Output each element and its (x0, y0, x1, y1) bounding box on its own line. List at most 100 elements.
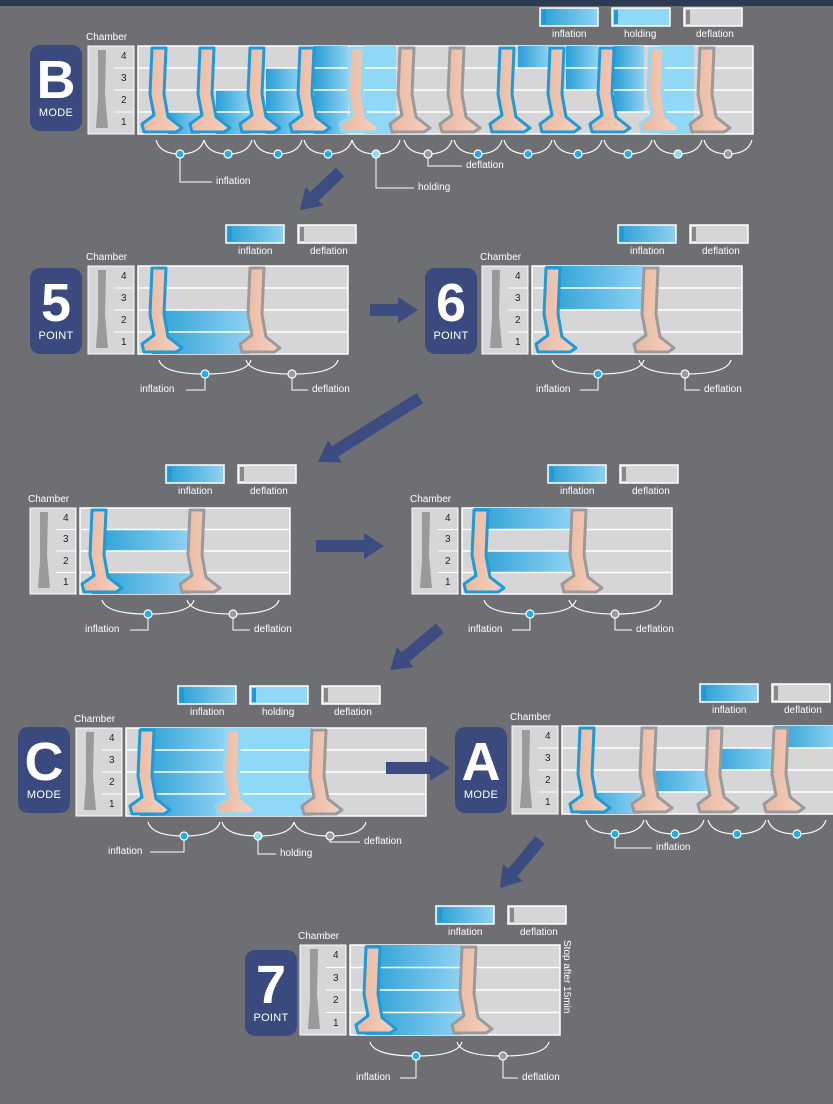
legend-label-deflation: deflation (520, 927, 558, 938)
leader-line (580, 378, 599, 391)
mode-c-letter: C (24, 732, 64, 792)
phase-dot-inflation (593, 369, 603, 379)
legend-label-inflation: inflation (630, 246, 665, 257)
phase-label-inflation: inflation (216, 176, 251, 187)
leg-silhouette (308, 949, 320, 1029)
point-5-label: POINT (38, 330, 74, 342)
leg-inflation (588, 46, 632, 134)
phase-dot-deflation (610, 609, 620, 619)
leg-deflation (632, 266, 676, 354)
leg-inflation (128, 728, 172, 816)
phase-dot-holding (371, 149, 381, 159)
stop-note: Stop after 15min (561, 940, 572, 1014)
phase-dot-inflation (273, 149, 283, 159)
pressure-fill (474, 508, 572, 530)
chamber-number: 2 (121, 95, 127, 106)
phase-label-inflation: inflation (85, 624, 120, 635)
phase-dot-inflation (143, 609, 153, 619)
legend-swatch-deflation (237, 464, 297, 484)
point-6-number: 6 (435, 273, 467, 333)
phase-label-inflation: inflation (140, 384, 175, 395)
mode-a-letter: A (461, 732, 501, 792)
legend-label-deflation: deflation (250, 486, 288, 497)
phase-dot-inflation (792, 829, 802, 839)
legend-swatch-deflation (321, 685, 381, 705)
phase-dot-inflation (670, 829, 680, 839)
chamber-title: Chamber (74, 714, 116, 725)
phase-dot-inflation (411, 1051, 421, 1061)
legend-label-inflation: inflation (560, 486, 595, 497)
leg-deflation (388, 46, 432, 134)
leader-line (130, 618, 149, 631)
legend-swatch-holding (249, 685, 309, 705)
pressure-fill (642, 770, 708, 792)
phase-dot-holding (673, 149, 683, 159)
phase-label-deflation: deflation (704, 384, 742, 395)
leg-inflation (288, 46, 332, 134)
phase-label-inflation: inflation (656, 842, 691, 853)
phase-dot-holding (253, 831, 263, 841)
chamber-number: 3 (545, 753, 551, 764)
chamber-number: 4 (121, 51, 127, 62)
phase-label-inflation: inflation (536, 384, 571, 395)
point-7-number: 7 (255, 955, 287, 1015)
point-5-number: 5 (40, 273, 72, 333)
phase-dot-inflation (223, 149, 233, 159)
legend-label-holding: holding (624, 29, 657, 40)
leg-deflation (450, 945, 494, 1035)
point-6-label: POINT (433, 330, 469, 342)
chamber-number: 2 (515, 315, 521, 326)
leader-line (257, 840, 276, 855)
legend-swatch-inflation (617, 224, 677, 244)
chamber-title: Chamber (28, 494, 70, 505)
phase-dot-deflation (423, 149, 433, 159)
chamber-number: 1 (63, 577, 69, 589)
chamber-number: 1 (333, 1017, 339, 1029)
legend-label-deflation: deflation (784, 705, 822, 716)
leader-line (400, 1060, 417, 1079)
mode-b-letter: B (36, 50, 76, 110)
point-6-badge: 6 POINT (425, 268, 477, 354)
leg-deflation (688, 46, 732, 134)
phase-dot-deflation (325, 831, 335, 841)
legend-swatch-inflation (177, 685, 237, 705)
chamber-title: Chamber (86, 32, 128, 43)
chamber-number: 4 (515, 271, 521, 282)
phase-label-deflation: deflation (364, 836, 402, 847)
leg-silhouette (96, 270, 108, 348)
legend-swatch-holding (611, 7, 671, 27)
phase-label-deflation: deflation (312, 384, 350, 395)
legend-label-deflation: deflation (696, 29, 734, 40)
phase-dot-inflation (523, 149, 533, 159)
phase-label-deflation: deflation (466, 160, 504, 171)
leg-inflation (238, 46, 282, 134)
legend-label-inflation: inflation (712, 705, 747, 716)
chamber-number: 1 (109, 799, 115, 810)
leg-deflation (300, 728, 344, 816)
chamber-number: 3 (121, 293, 127, 304)
legend-swatch-deflation (619, 464, 679, 484)
legend-swatch-inflation (225, 224, 285, 244)
leader-line (291, 378, 308, 391)
leg-silhouette (520, 730, 532, 808)
chamber-number: 2 (445, 555, 451, 567)
chamber-number: 4 (333, 950, 339, 962)
chamber-number: 2 (545, 775, 551, 786)
leg-holding (338, 46, 382, 134)
phase-dot-inflation (323, 149, 333, 159)
phase-dot-deflation (287, 369, 297, 379)
chamber-number: 3 (109, 755, 115, 766)
leg-inflation (354, 945, 398, 1035)
pressure-fill (92, 529, 190, 551)
phase-label-inflation: inflation (108, 846, 143, 857)
chamber-number: 3 (63, 534, 69, 546)
chamber-number: 4 (63, 512, 69, 524)
pressure-fill (614, 46, 644, 112)
phase-dot-deflation (228, 609, 238, 619)
leg-inflation (534, 266, 578, 354)
legend-label-holding: holding (262, 707, 295, 718)
mode-b-badge: B MODE (30, 45, 82, 131)
legend-swatch-inflation (435, 905, 495, 925)
phase-dot-inflation (175, 149, 185, 159)
chamber-number: 1 (445, 577, 451, 589)
